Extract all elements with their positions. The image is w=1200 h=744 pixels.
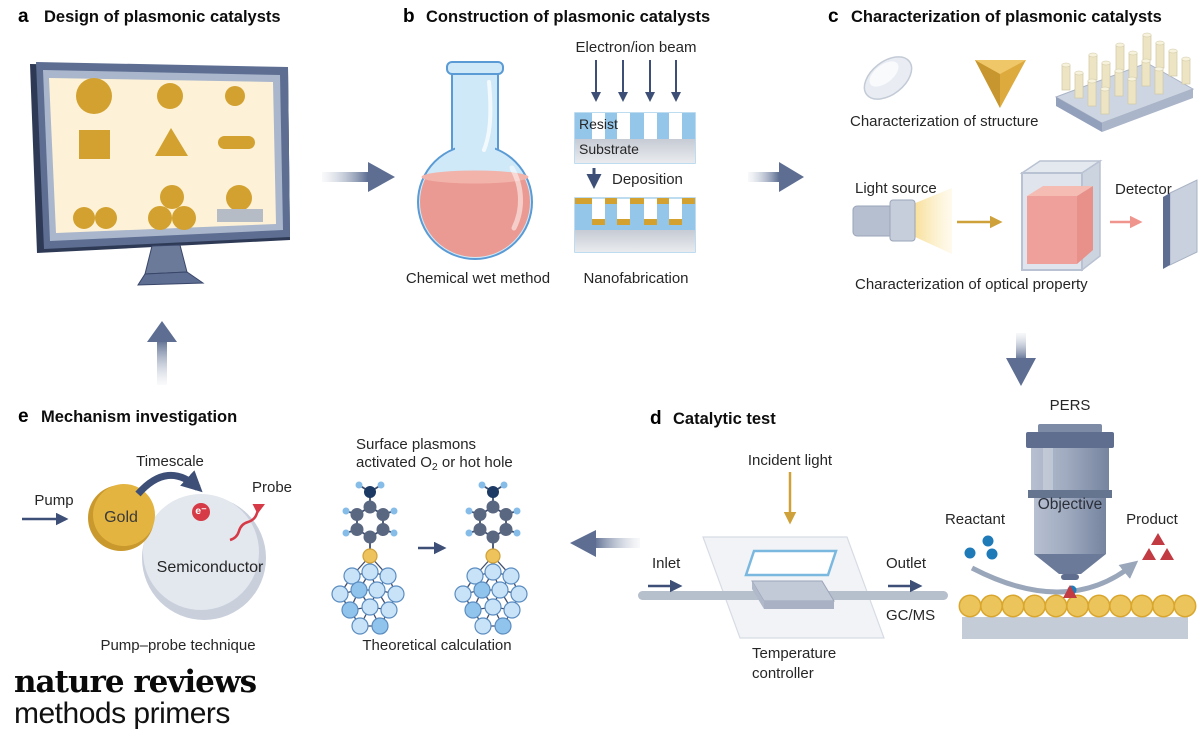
- nanofabrication-label: Nanofabrication: [583, 270, 689, 287]
- reactant-molecules-icon: [964, 535, 998, 560]
- light-source-label: Light source: [855, 180, 937, 197]
- panel-e-title: Mechanism investigation: [41, 408, 238, 426]
- detector-icon: [1163, 179, 1198, 269]
- monitor-illustration: [30, 62, 290, 286]
- gold-label: Gold: [104, 509, 138, 526]
- electron-beam-label: Electron/ion beam: [575, 39, 697, 56]
- cuvette-icon: [1019, 159, 1103, 272]
- reactant-label: Reactant: [944, 511, 1006, 528]
- reactor-chamber-icon: [638, 536, 948, 639]
- panel-a-letter: a: [18, 6, 29, 27]
- objective-icon: [1026, 424, 1114, 580]
- timescale-label: Timescale: [136, 453, 204, 470]
- nanotriangle-icon: [975, 60, 1026, 108]
- incident-light-label: Incident light: [747, 452, 833, 469]
- panel-a-title: Design of plasmonic catalysts: [44, 8, 281, 26]
- panel-b-letter: b: [403, 6, 415, 27]
- panel-d-letter: d: [650, 408, 662, 429]
- deposition-block: [574, 197, 696, 253]
- theoretical-calculation-label: Theoretical calculation: [362, 637, 512, 654]
- journal-logo-line1: nature reviews: [14, 664, 257, 700]
- electron-beam-arrows: [591, 60, 681, 102]
- arrow-b-to-c: [748, 162, 804, 192]
- panel-b-title: Construction of plasmonic catalysts: [426, 8, 711, 26]
- arrow-d-to-theory: [570, 530, 640, 557]
- deposition-label: Deposition: [612, 171, 683, 188]
- arrow-a-to-b: [322, 162, 395, 192]
- pers-label: PERS: [1049, 397, 1091, 414]
- semiconductor-label: Semiconductor: [156, 559, 264, 576]
- theory-caption-line1: Surface plasmons: [356, 436, 477, 453]
- theory-line2-post: or hot hole: [437, 454, 513, 471]
- product-molecules-icon: [1142, 533, 1174, 560]
- arrow-e-to-a: [147, 321, 177, 385]
- designed-nanoshapes: [73, 78, 255, 230]
- gcms-label: GC/MS: [886, 607, 936, 624]
- chemical-wet-method-label: Chemical wet method: [405, 270, 551, 287]
- panel-e-letter: e: [18, 406, 29, 427]
- nanorod-capsule-icon: [863, 56, 913, 100]
- structure-caption: Characterization of structure: [850, 113, 1039, 130]
- detector-label: Detector: [1115, 181, 1172, 198]
- theory-caption-line2: activated O2 or hot hole: [356, 454, 513, 473]
- probe-label: Probe: [251, 479, 293, 496]
- temperature-controller-label: Temperature controller: [752, 644, 836, 684]
- temperature-line1: Temperature: [752, 645, 837, 662]
- panel-c-title: Characterization of plasmonic catalysts: [851, 8, 1162, 26]
- molecule-cluster-before: [331, 480, 405, 635]
- arrow-c-to-pers: [1006, 333, 1036, 386]
- optical-caption: Characterization of optical property: [855, 276, 1088, 293]
- outlet-label: Outlet: [886, 555, 927, 572]
- substrate-label: Substrate: [579, 141, 639, 157]
- pump-label: Pump: [34, 492, 74, 509]
- journal-logo-line2: methods primers: [14, 697, 230, 730]
- flask-icon: [417, 61, 533, 260]
- electron-label: e⁻: [195, 505, 207, 517]
- objective-label: Objective: [1037, 496, 1103, 513]
- panel-c-letter: c: [828, 6, 839, 27]
- theory-line2-sub: 2: [431, 461, 438, 473]
- pump-probe-caption: Pump–probe technique: [100, 637, 256, 654]
- reaction-path-arrow: [970, 560, 1139, 595]
- molecule-cluster-after: [454, 480, 528, 635]
- resist-label: Resist: [579, 116, 618, 132]
- product-label: Product: [1126, 511, 1178, 528]
- nanopillar-array-icon: [1054, 32, 1195, 132]
- resist-substrate-block: [574, 112, 696, 164]
- catalyst-bed-icon: [958, 585, 1197, 639]
- pump-probe-icon: [22, 470, 266, 620]
- panel-d-title: Catalytic test: [673, 410, 776, 428]
- theory-line2-pre: activated O: [356, 454, 432, 471]
- inlet-label: Inlet: [652, 555, 681, 572]
- light-source-icon: [852, 188, 952, 254]
- temperature-line2: controller: [752, 665, 814, 682]
